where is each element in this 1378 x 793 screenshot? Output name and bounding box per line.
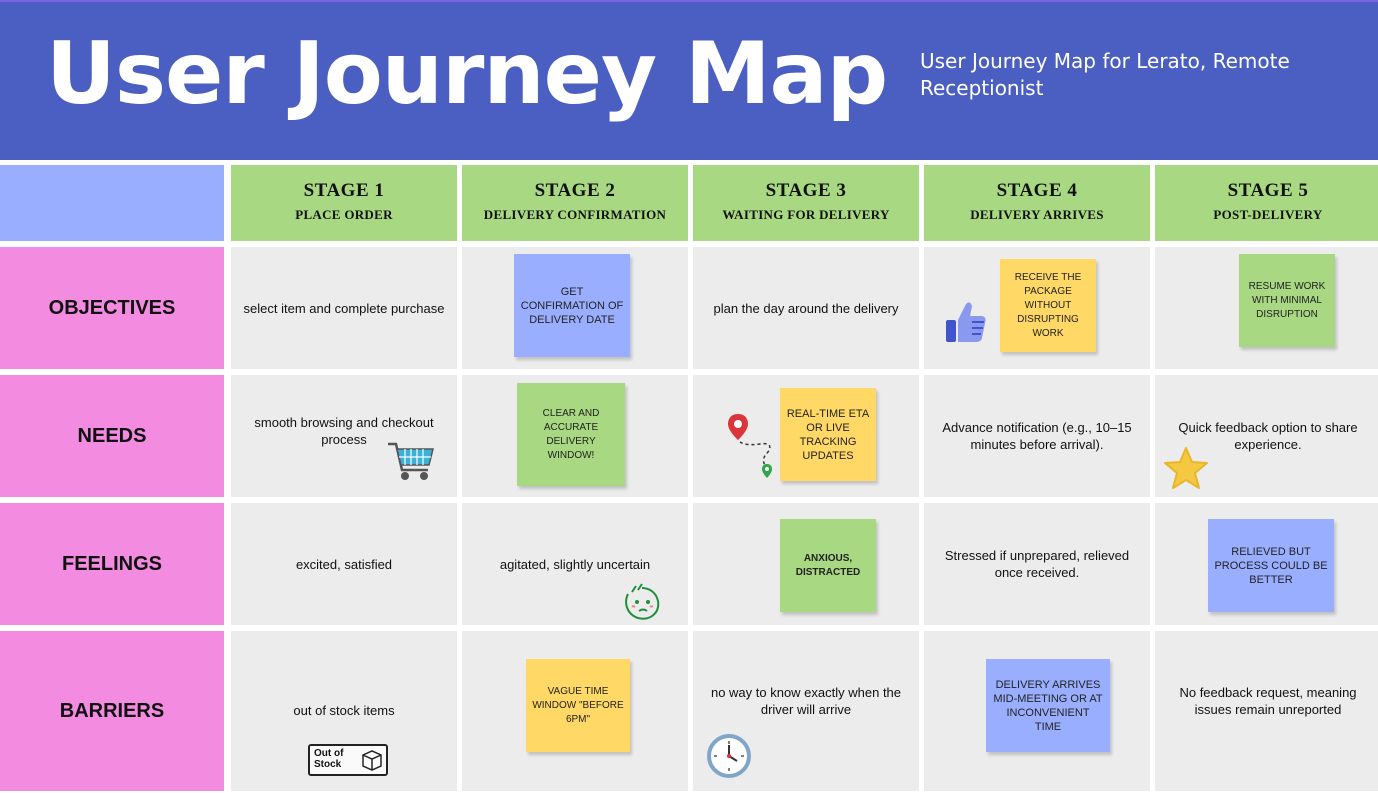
needs-stage-5-cell: Quick feedback option to share experienc… [1155,375,1378,497]
cell-text: Quick feedback option to share experienc… [1178,420,1358,452]
needs-stage-1-cell: smooth browsing and checkout process [231,375,457,497]
cell-text: smooth browsing and checkout process [254,415,434,447]
row-label-needs: NEEDS [0,375,224,497]
sticky-note-anxious: ANXIOUS, DISTRACTED [780,519,876,612]
sticky-note-receive-package: RECEIVE THE PACKAGE WITHOUT DISRUPTING W… [1000,259,1096,352]
out-of-stock-text: Out of Stock [314,748,344,770]
map-route-icon [728,414,772,478]
barriers-stage-5-cell: No feedback request, meaning issues rema… [1155,631,1378,791]
box-icon [362,750,382,771]
stage-name: WAITING FOR DELIVERY [722,207,890,222]
objectives-stage-1-cell: select item and complete purchase [231,247,457,369]
stage-1-header: STAGE 1 PLACE ORDER [231,165,457,241]
sticky-note-resume-work: RESUME WORK WITH MINIMAL DISRUPTION [1239,254,1335,347]
sticky-note-relieved: RELIEVED BUT PROCESS COULD BE BETTER [1208,519,1334,612]
sticky-note-mid-meeting: DELIVERY ARRIVES MID-MEETING OR AT INCON… [986,659,1110,752]
sticky-note-vague-window: VAGUE TIME WINDOW "BEFORE 6PM" [526,659,630,752]
feelings-stage-1-cell: excited, satisfied [231,503,457,625]
cell-text: Stressed if unprepared, relieved once re… [944,548,1130,580]
stage-name: DELIVERY ARRIVES [970,207,1104,222]
sticky-note-clear-window: CLEAR AND ACCURATE DELIVERY WINDOW! [517,383,625,486]
cell-text: select item and complete purchase [243,300,445,316]
cell-text: excited, satisfied [295,556,393,572]
cell-text: No feedback request, meaning issues rema… [1179,685,1357,717]
stage-name: POST-DELIVERY [1213,207,1323,222]
stage-number: STAGE 4 [996,180,1078,201]
stage-4-header: STAGE 4 DELIVERY ARRIVES [924,165,1150,241]
needs-stage-4-cell: Advance notification (e.g., 10–15 minute… [924,375,1150,497]
feelings-stage-2-cell: agitated, slightly uncertain [462,503,688,625]
page-subtitle: User Journey Map for Lerato, Remote Rece… [920,49,1290,100]
stage-2-header: STAGE 2 DELIVERY CONFIRMATION [462,165,688,241]
out-of-stock-badge: Out of Stock [308,744,388,776]
worried-face-icon [625,583,660,620]
cell-text: plan the day around the delivery [713,300,899,316]
stage-number: STAGE 2 [534,180,616,201]
stage-name: PLACE ORDER [295,207,393,222]
stage-number: STAGE 5 [1227,180,1309,201]
sticky-note-real-time-eta: REAL-TIME ETA OR LIVE TRACKING UPDATES [780,388,876,481]
stage-number: STAGE 1 [303,180,385,201]
header-banner: User Journey Map User Journey Map for Le… [0,0,1378,160]
feelings-stage-4-cell: Stressed if unprepared, relieved once re… [924,503,1150,625]
corner-cell [0,165,224,241]
stage-name: DELIVERY CONFIRMATION [483,207,667,222]
row-label-barriers: BARRIERS [0,631,224,791]
thumbs-up-icon [946,302,986,342]
page-title: User Journey Map [46,24,888,124]
stage-5-header: STAGE 5 POST-DELIVERY [1155,165,1378,241]
row-label-objectives: OBJECTIVES [0,247,224,369]
cell-text: Advance notification (e.g., 10–15 minute… [942,420,1132,452]
sticky-note-get-confirmation: GET CONFIRMATION OF DELIVERY DATE [514,254,630,357]
cell-text: agitated, slightly uncertain [499,556,651,572]
clock-icon [707,734,751,778]
objectives-stage-3-cell: plan the day around the delivery [693,247,919,369]
cell-text: out of stock items [293,702,395,718]
stage-3-header: STAGE 3 WAITING FOR DELIVERY [693,165,919,241]
row-label-feelings: FEELINGS [0,503,224,625]
shopping-cart-icon [388,442,434,480]
cell-text: no way to know exactly when the driver w… [710,685,902,717]
stage-number: STAGE 3 [765,180,847,201]
star-icon [1164,447,1208,489]
